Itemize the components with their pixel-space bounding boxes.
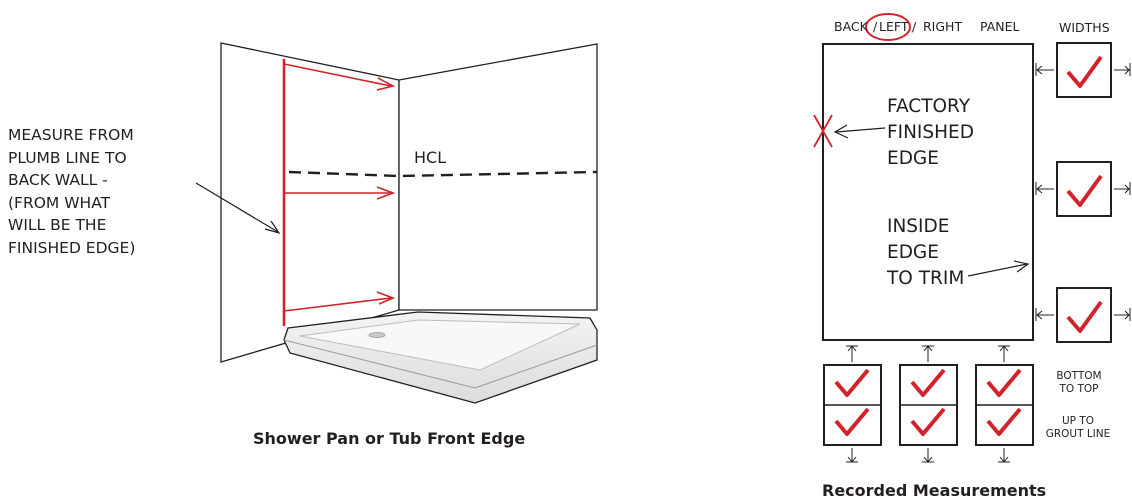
widths-label: WIDTHS — [1059, 20, 1110, 35]
inside-edge-label: INSIDE EDGE TO TRIM — [887, 214, 964, 292]
factory-finished-edge-label: FACTORY FINISHED EDGE — [887, 94, 974, 172]
panel-header-panel: PANEL — [980, 19, 1020, 34]
instruction-line: MEASURE FROM — [8, 126, 134, 144]
panel-header-slash: / — [912, 19, 917, 34]
measure-instruction: MEASURE FROM PLUMB LINE TO BACK WALL - (… — [8, 124, 208, 260]
label-arrows — [833, 124, 1030, 277]
note-line: UP TO — [1061, 415, 1095, 427]
factory-line: EDGE — [887, 148, 939, 169]
width-arrows — [1035, 63, 1131, 321]
x-mark-icon — [813, 114, 833, 148]
factory-line: FACTORY — [887, 96, 971, 117]
bottom-to-top-note: BOTTOM TO TOP — [1051, 370, 1107, 396]
shower-caption: Shower Pan or Tub Front Edge — [253, 429, 526, 448]
inside-line: INSIDE — [887, 216, 950, 237]
note-line: BOTTOM — [1056, 370, 1102, 382]
inside-line: TO TRIM — [887, 268, 965, 289]
left-highlight-circle — [865, 13, 911, 41]
instruction-line: BACK WALL - — [8, 171, 108, 190]
height-column-2 — [899, 364, 958, 446]
plumb-line-measurements — [282, 59, 396, 326]
instruction-line: WILL BE THE — [8, 216, 107, 235]
panel-header-left: LEFT — [879, 19, 909, 34]
note-line: TO TOP — [1059, 383, 1099, 395]
height-checkboxes — [823, 364, 1034, 446]
panel-header-back: BACK — [834, 19, 868, 34]
width-check-top — [1056, 42, 1112, 98]
panel-header-right: RIGHT — [923, 19, 963, 34]
inside-line: EDGE — [887, 242, 939, 263]
instruction-line: PLUMB LINE TO — [8, 148, 127, 167]
instruction-line: FINISHED EDGE) — [8, 238, 136, 257]
width-check-middle — [1056, 161, 1112, 217]
hcl-label: HCL — [414, 148, 447, 167]
instruction-line: (FROM WHAT — [8, 193, 111, 212]
width-check-bottom — [1056, 287, 1112, 343]
panel-outline — [822, 43, 1034, 341]
shower-walls — [220, 42, 598, 363]
up-to-grout-note: UP TO GROUT LINE — [1040, 415, 1116, 441]
factory-line: FINISHED — [887, 122, 974, 143]
width-checkboxes — [1056, 42, 1112, 343]
shower-pan — [283, 311, 598, 404]
height-column-1 — [823, 364, 882, 446]
height-column-3 — [975, 364, 1034, 446]
panel-header-slash: / — [873, 19, 878, 34]
instruction-pointer-arrow — [195, 182, 281, 235]
measurements-caption: Recorded Measurements — [822, 481, 1047, 500]
height-arrows — [846, 345, 1010, 463]
note-line: GROUT LINE — [1045, 428, 1111, 440]
